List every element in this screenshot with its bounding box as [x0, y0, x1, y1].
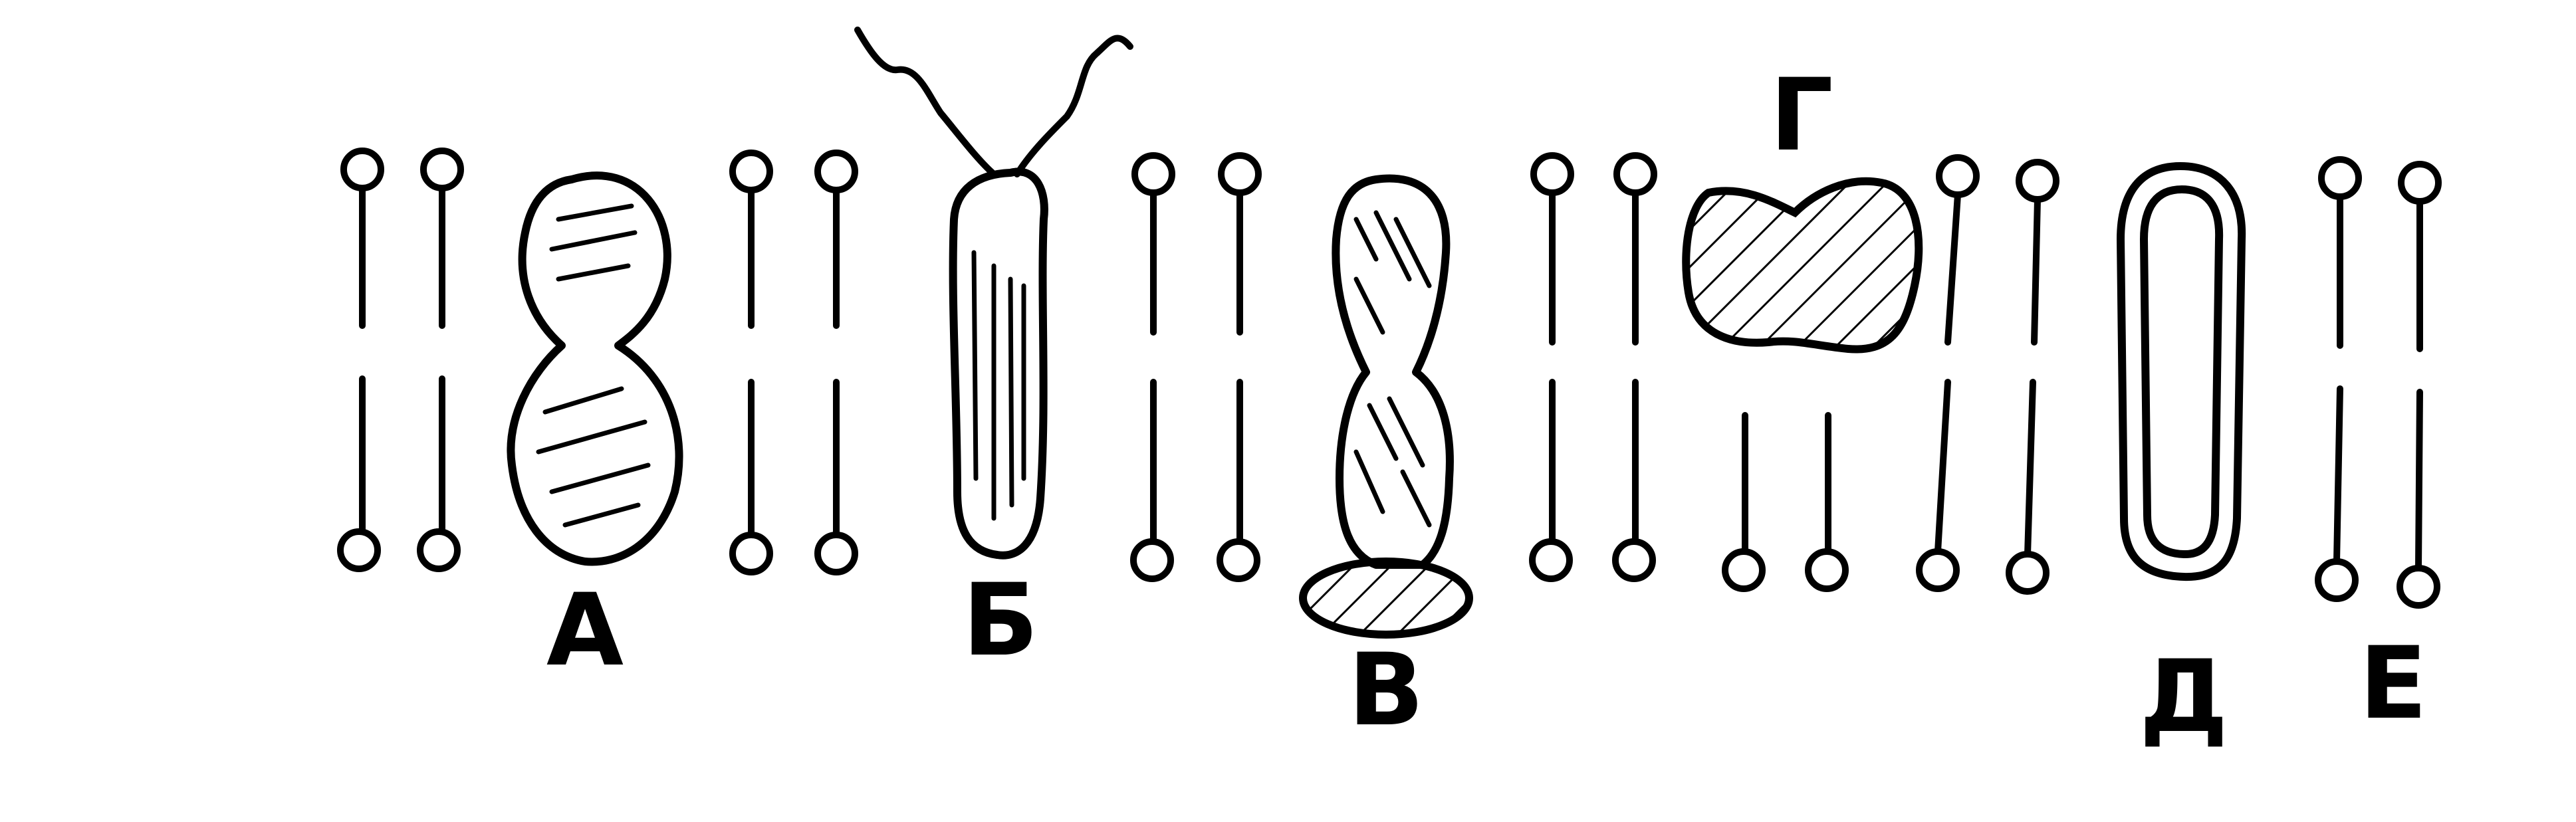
- lipid-pair-3: [1130, 152, 1262, 582]
- protein-d: [2117, 162, 2246, 581]
- lipid-pair-4: [1529, 152, 1657, 582]
- lipid-pair-6: [1916, 154, 2059, 595]
- lipid-pair-7: [2315, 156, 2442, 609]
- label-v: В: [1348, 633, 1424, 748]
- protein-v: [1299, 174, 1473, 639]
- lipid-pair-1: [337, 148, 464, 572]
- label-e: Е: [2359, 626, 2427, 742]
- label-b: Б: [963, 563, 1038, 678]
- lipid-pair-5: [1722, 412, 1849, 592]
- label-g: Г: [1770, 58, 1833, 173]
- lipid-pair-2: [729, 150, 858, 575]
- label-a: А: [546, 573, 624, 688]
- protein-g: [1682, 177, 1923, 354]
- protein-a: [507, 171, 683, 566]
- protein-b: [854, 27, 1133, 560]
- label-d: Д: [2139, 639, 2228, 755]
